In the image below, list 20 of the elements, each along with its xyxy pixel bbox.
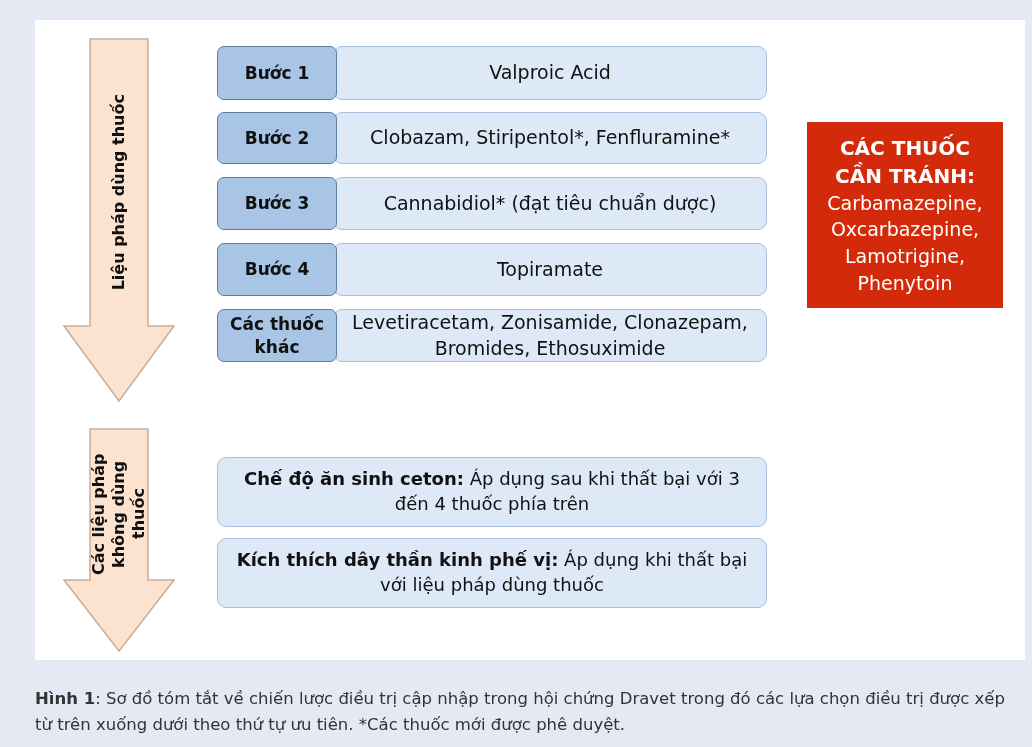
step-label: Bước 2: [217, 112, 337, 164]
therapy-note-box: Kích thích dây thần kinh phế vị: Áp dụng khi thất bại với liệu pháp dùng thuốc: [217, 538, 767, 608]
down-arrow-banner: [63, 38, 175, 402]
drug-list-box: Topiramate: [333, 243, 767, 296]
warning-heading: CÁC THUỐC CẦN TRÁNH:: [834, 133, 976, 190]
drug-list-box: Valproic Acid: [333, 46, 767, 100]
caption: Hình 1: Sơ đồ tóm tắt về chiến lược điều trị cập nhập trong hội chứng Dravet trong đó các lựa chọn điều trị được xếp từ trên xuống dưới theo thứ tự ưu tiên. *Các thuốc mới được phê duyệt.: [35, 688, 1006, 736]
step-label: Bước 3: [217, 177, 337, 230]
step-label: Bước 4: [217, 243, 337, 296]
down-arrow-banner: [63, 428, 175, 652]
drug-list: Carbamazepine, Oxcarbazepine, Lamotrigine, Phenytoin: [817, 189, 993, 297]
step-label: Bước 1: [217, 46, 337, 100]
drug-list-box: Levetiracetam, Zonisamide, Clonazepam, Bromides, Ethosuximide: [333, 309, 767, 362]
arrow-label: Các liệu pháp không dùng thuốc: [89, 452, 149, 577]
step-label: Các thuốc khác: [217, 309, 337, 362]
arrow-label: Liệu pháp dùng thuốc: [109, 94, 129, 291]
drug-list-box: Cannabidiol* (đạt tiêu chuẩn dược): [333, 177, 767, 230]
therapy-note-box: Chế độ ăn sinh ceton: Áp dụng sau khi thất bại với 3 đến 4 thuốc phía trên: [217, 457, 767, 527]
warning-box: [807, 122, 1003, 308]
drug-list-box: Clobazam, Stiripentol*, Fenfluramine*: [333, 112, 767, 164]
